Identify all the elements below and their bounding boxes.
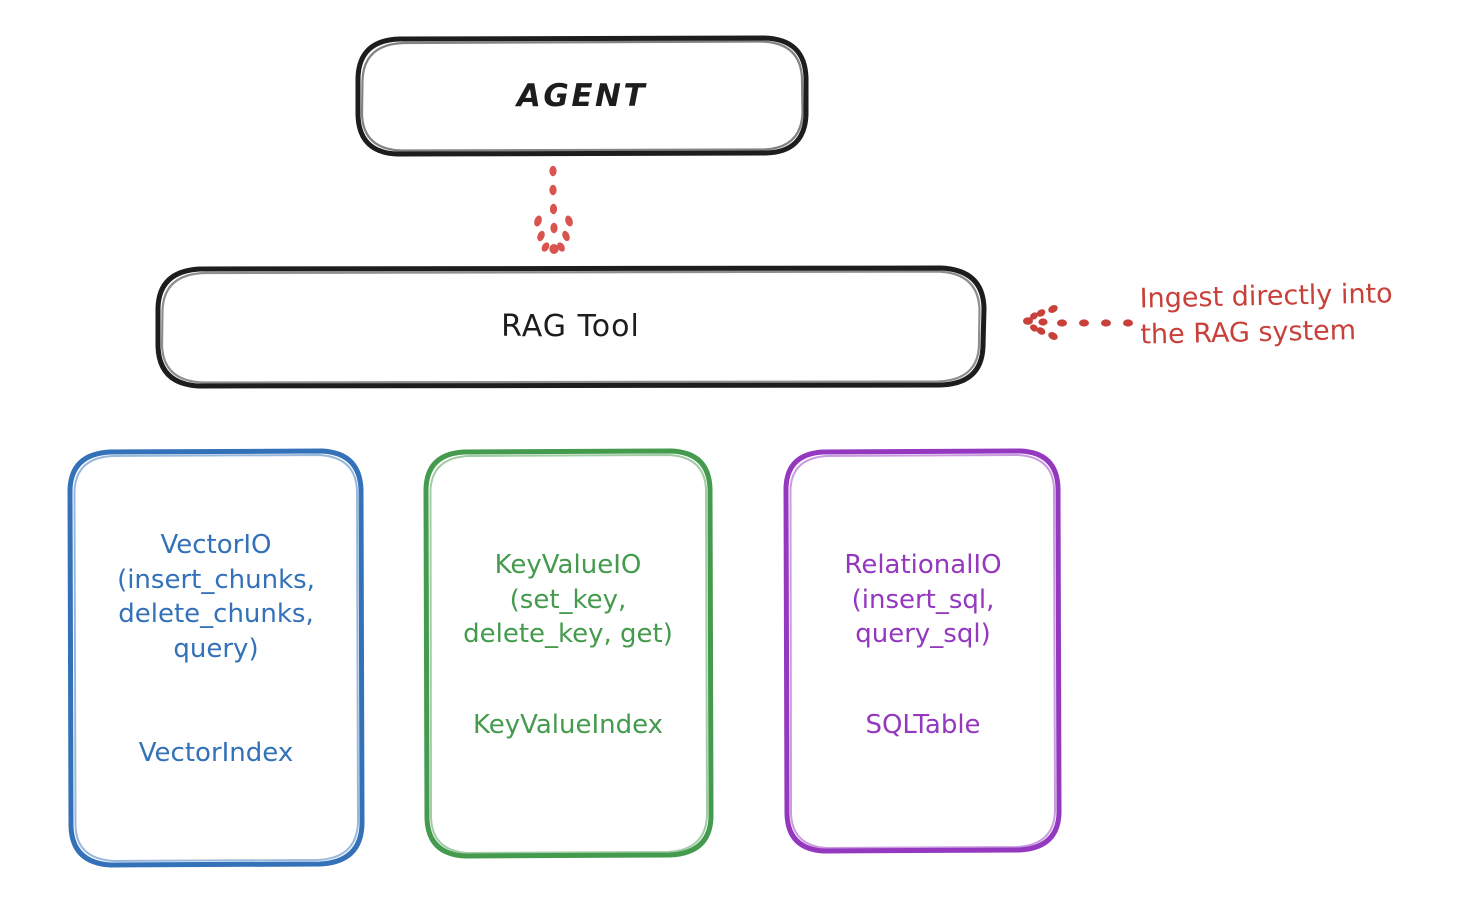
rag-tool-box[interactable] <box>155 265 987 389</box>
keyvalueio-box[interactable] <box>423 448 714 859</box>
ingest-annotation-label: Ingest directly into the RAG system <box>1139 278 1393 351</box>
agent-to-rag-dotted-arrow <box>534 165 573 254</box>
agent-box[interactable] <box>355 35 809 157</box>
vectorio-box[interactable] <box>67 448 365 868</box>
ingest-dotted-arrow-icon <box>1023 305 1133 340</box>
relationalio-box[interactable] <box>783 448 1062 854</box>
